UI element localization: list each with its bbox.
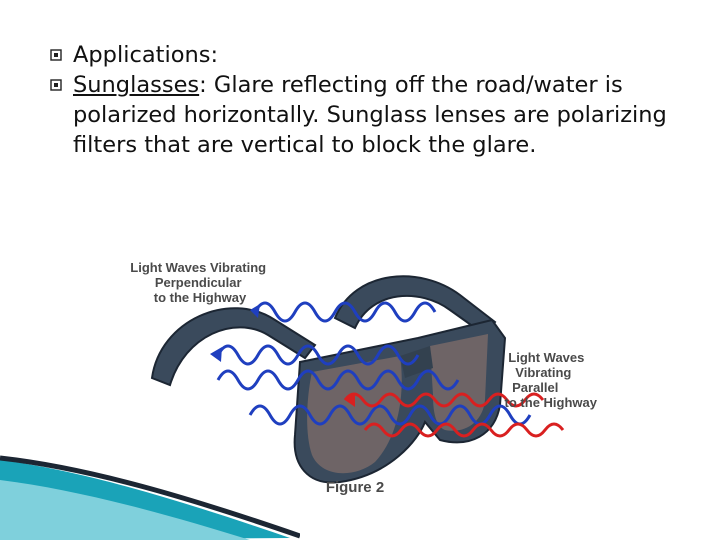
left-lens (307, 356, 402, 474)
blue-wave-arrowhead (210, 347, 222, 362)
left-temple-arm (150, 307, 317, 387)
label-perpendicular-line: to the Highway (154, 290, 247, 305)
label-parallel-line: to the Highway (505, 395, 598, 410)
hollow-square-bullet-icon (50, 79, 62, 91)
sunglasses-term: Sunglasses (73, 72, 200, 98)
red-wave-1 (343, 392, 545, 408)
label-perpendicular-line: Light Waves Vibrating (130, 260, 266, 275)
parallel-light-waves (343, 392, 565, 438)
swoosh-dark-stroke (0, 455, 300, 539)
bullet-applications: Applications: (48, 40, 688, 70)
label-perpendicular-line: Perpendicular (155, 275, 242, 290)
bullet-text: Applications: (73, 42, 219, 68)
bullet-list: Applications: Sunglasses: Glare reflecti… (48, 40, 688, 160)
bullet-text: Glare reflecting off the road/water is p… (73, 72, 667, 158)
sunglasses-polarization-figure: Light Waves Vibrating Perpendicular to t… (130, 260, 598, 496)
red-wave-2 (363, 422, 565, 438)
bullet-sunglasses: Sunglasses: Glare reflecting off the roa… (48, 70, 688, 160)
blue-wave-4 (248, 404, 532, 426)
blue-wave-arrowhead (250, 304, 260, 318)
blue-wave-2 (216, 344, 420, 366)
decorative-swoosh (0, 455, 300, 540)
label-parallel-line: Light Waves (508, 350, 584, 365)
swoosh-light-band (0, 480, 250, 540)
perpendicular-light-waves (216, 301, 532, 426)
blue-wave-1 (253, 301, 437, 323)
term-colon: : (199, 72, 207, 98)
hollow-square-bullet-icon (50, 49, 62, 61)
label-perpendicular: Light Waves Vibrating Perpendicular to t… (130, 260, 269, 305)
figure-caption: Figure 2 (326, 479, 384, 496)
label-parallel-line: Parallel (512, 380, 558, 395)
label-parallel-line: Vibrating (515, 365, 571, 380)
red-wave-arrowhead (345, 393, 355, 407)
label-parallel: Light Waves Vibrating Parallel to the Hi… (505, 350, 598, 410)
frame-bridge (400, 346, 433, 378)
blue-wave-3 (216, 369, 460, 391)
